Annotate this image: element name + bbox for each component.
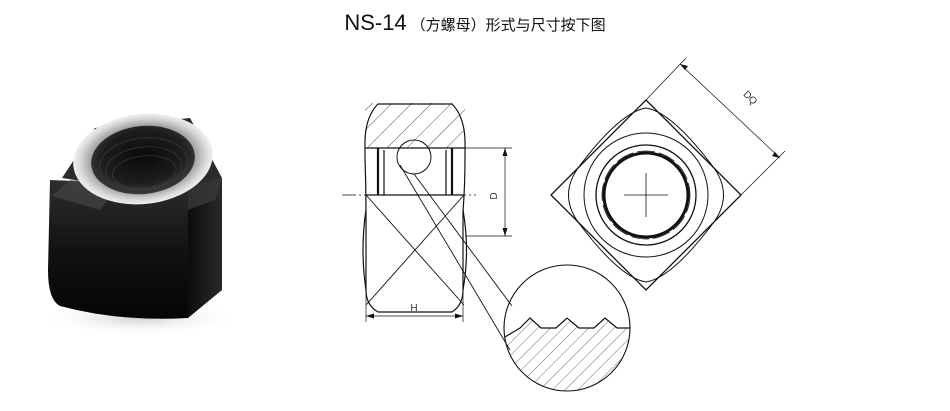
diameter-dimension-label: D	[489, 192, 500, 199]
nut-photo	[40, 113, 240, 336]
title-description: （方螺母）形式与尺寸按下图	[410, 16, 606, 34]
thread-detail	[503, 264, 631, 392]
height-dimension-label: H	[410, 303, 417, 314]
page-title: NS-14（方螺母）形式与尺寸按下图	[0, 10, 950, 36]
top-view	[550, 57, 786, 291]
product-code: NS-14	[344, 10, 407, 35]
side-view	[342, 103, 513, 351]
across-flats-dimension-label: DQ	[741, 89, 760, 108]
